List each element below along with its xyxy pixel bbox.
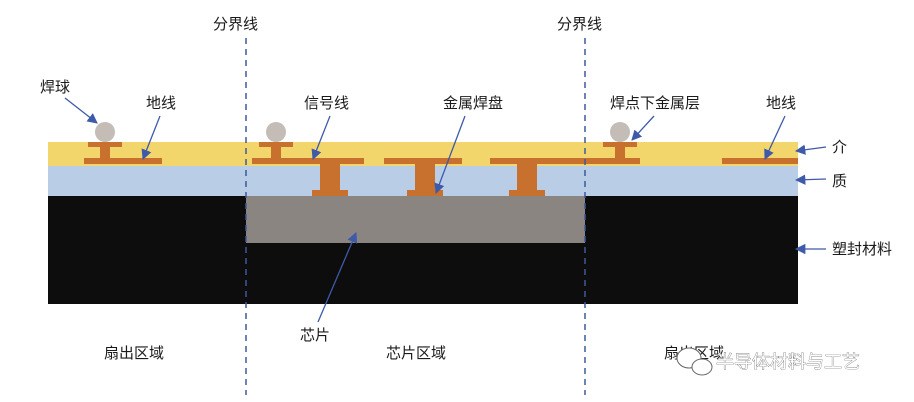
right-trace — [490, 158, 640, 164]
ground-label-left: 地线 — [146, 94, 176, 112]
watermark-text: 半导体材料与工艺 — [716, 352, 860, 373]
ground-trace-right — [722, 158, 798, 164]
solder-ball-label: 焊球 — [40, 78, 70, 96]
solder-ball-right — [610, 122, 630, 142]
solder-ball-center — [266, 122, 286, 142]
fanout-region-left-label: 扇出区域 — [104, 344, 164, 362]
signal-trace — [252, 158, 364, 164]
via-2 — [407, 164, 443, 196]
arrow-signal-line — [311, 115, 331, 160]
ubm-label: 焊点下金属层 — [610, 94, 700, 112]
watermark: 半导体材料与工艺 — [676, 347, 860, 376]
chip-die — [246, 196, 585, 243]
signal-line-label: 信号线 — [304, 94, 349, 112]
arrow-ground-left — [141, 115, 161, 160]
via-3 — [509, 164, 545, 196]
arrow-dielectric — [794, 144, 827, 155]
arrow-ubm — [631, 115, 655, 141]
chip-region-label: 芯片区域 — [386, 344, 446, 362]
ubm-pad-center — [259, 142, 293, 158]
solder-ball-left — [95, 122, 115, 142]
molding-label: 塑封材料 — [832, 240, 892, 258]
ground-label-right: 地线 — [766, 94, 796, 112]
ubm-pad-left — [88, 142, 122, 158]
ubm-pad-right — [603, 142, 637, 158]
arrow-chip — [317, 232, 358, 323]
arrow-metal-pad — [434, 115, 466, 194]
arrow-ground-right — [764, 115, 786, 160]
arrow-solder-ball — [64, 97, 98, 124]
wechat-icon — [676, 347, 713, 376]
boundary-label-left: 分界线 — [213, 15, 258, 33]
dielectric-label-1: 介 — [832, 138, 847, 156]
ground-trace-left — [84, 158, 162, 164]
arrow-dielectric-2 — [794, 174, 827, 185]
chip-label: 芯片 — [300, 326, 330, 344]
boundary-label-right: 分界线 — [557, 15, 602, 33]
metal-pad-label: 金属焊盘 — [443, 94, 503, 112]
via-1 — [312, 164, 348, 196]
dielectric-label-2: 质 — [832, 172, 847, 190]
pad-trace — [384, 158, 462, 164]
